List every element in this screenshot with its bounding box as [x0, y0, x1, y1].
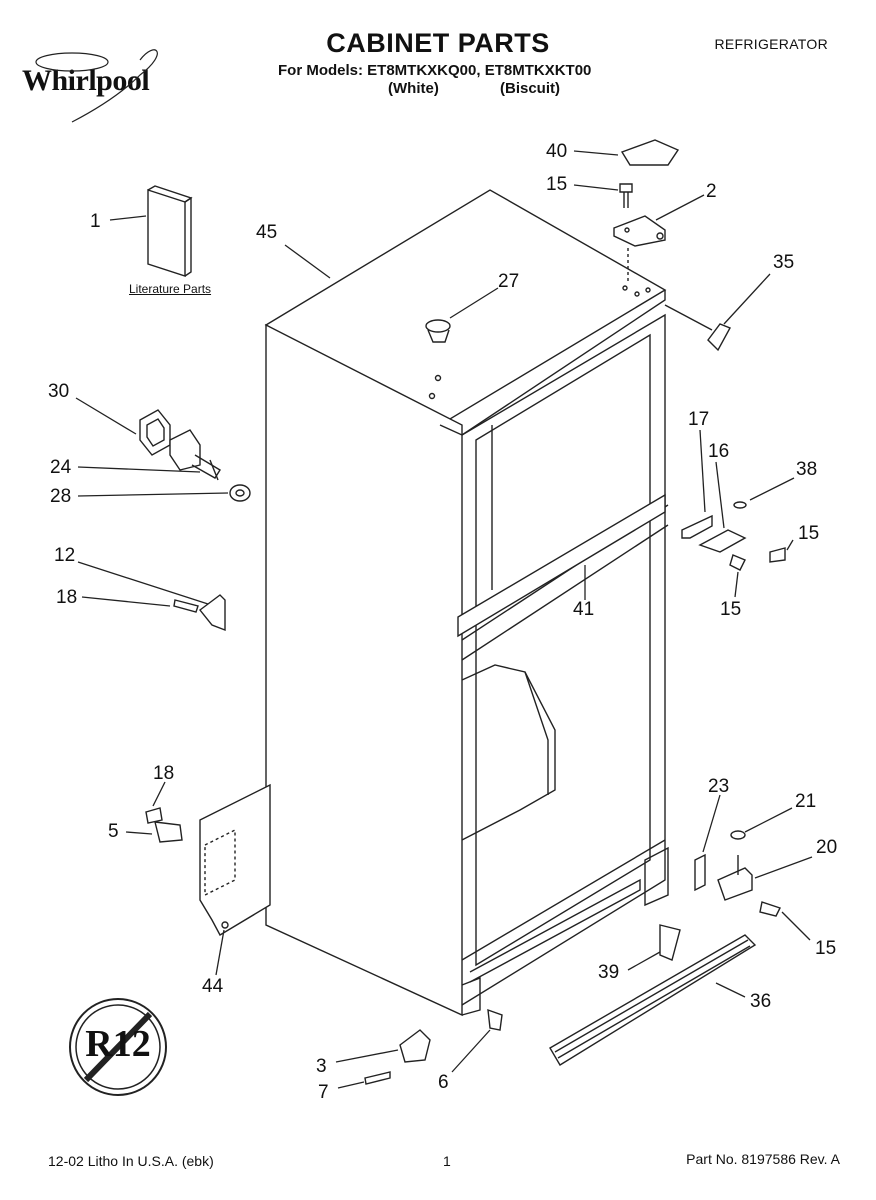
bezel-30-icon	[139, 409, 171, 456]
grommet-28-icon	[229, 484, 251, 502]
screw-15-bottom-icon	[759, 901, 781, 917]
callout-6: 6	[438, 1072, 449, 1093]
color-biscuit: (Biscuit)	[500, 80, 560, 97]
callout-21: 21	[795, 791, 817, 812]
r12-badge-text: R12	[85, 1023, 151, 1065]
callout-17: 17	[688, 409, 710, 430]
callout-20: 20	[816, 837, 838, 858]
clip-39-icon	[659, 924, 681, 961]
callout-1: 1	[90, 211, 101, 232]
callout-15-right: 15	[798, 523, 820, 544]
hinge-cover-40-icon	[620, 139, 680, 166]
r12-badge-icon	[69, 998, 167, 1096]
page-title: CABINET PARTS	[326, 28, 550, 58]
toe-grille-36-icon	[549, 934, 757, 1066]
callout-36: 36	[750, 991, 772, 1012]
callout-5: 5	[108, 821, 119, 842]
callout-45: 45	[256, 222, 278, 243]
literature-parts-label: Literature Parts	[129, 282, 212, 296]
top-hinge-2-icon	[613, 215, 666, 247]
bracket-12-icon	[173, 594, 226, 632]
callout-38: 38	[796, 459, 818, 480]
callout-35: 35	[773, 252, 795, 273]
footer-page-number: 1	[443, 1153, 451, 1169]
callout-41: 41	[573, 599, 595, 620]
screw-6-icon	[487, 1008, 503, 1031]
color-white: (White)	[388, 80, 439, 97]
callout-23: 23	[708, 776, 730, 797]
cabinet-shell	[264, 189, 669, 1017]
literature-parts-icon	[147, 185, 193, 277]
logo-swoosh-icon	[35, 52, 109, 72]
center-hinge-17-icon	[681, 501, 786, 571]
callout-12: 12	[54, 545, 76, 566]
callout-18-lower: 18	[153, 763, 175, 784]
bottom-hinge-20-icon	[717, 867, 753, 901]
model-numbers: For Models: ET8MTKXKQ00, ET8MTKXKT00	[278, 62, 592, 79]
callout-15-top: 15	[546, 174, 568, 195]
callout-3: 3	[316, 1056, 327, 1077]
left-hinge-plate-44-icon	[145, 783, 271, 936]
callout-15-bottom: 15	[815, 938, 837, 959]
callout-27: 27	[498, 271, 520, 292]
callout-24: 24	[50, 457, 72, 478]
roller-3-icon	[399, 1029, 431, 1063]
washer-21-icon	[730, 830, 746, 840]
brand-logo: Whirlpool	[22, 64, 150, 97]
screw-15-top-icon	[619, 183, 633, 208]
callout-28: 28	[50, 486, 72, 507]
callout-44: 44	[202, 976, 224, 997]
shim-23-icon	[694, 853, 706, 892]
callout-30: 30	[48, 381, 70, 402]
callout-2: 2	[706, 181, 717, 202]
screw-7-icon	[364, 1071, 391, 1085]
callout-7: 7	[318, 1082, 329, 1103]
callout-40: 40	[546, 141, 568, 162]
plug-27-icon	[425, 319, 451, 343]
shaft-24-icon	[169, 429, 221, 481]
callout-18-upper: 18	[56, 587, 78, 608]
footer-part-number: Part No. 8197586 Rev. A	[686, 1151, 840, 1167]
appliance-type: REFRIGERATOR	[714, 36, 828, 52]
callout-39: 39	[598, 962, 620, 983]
hinge-pin-cover-35-icon	[707, 323, 731, 352]
footer-litho: 12-02 Litho In U.S.A. (ebk)	[48, 1153, 214, 1169]
callout-16: 16	[708, 441, 730, 462]
callout-15-lower: 15	[720, 599, 742, 620]
